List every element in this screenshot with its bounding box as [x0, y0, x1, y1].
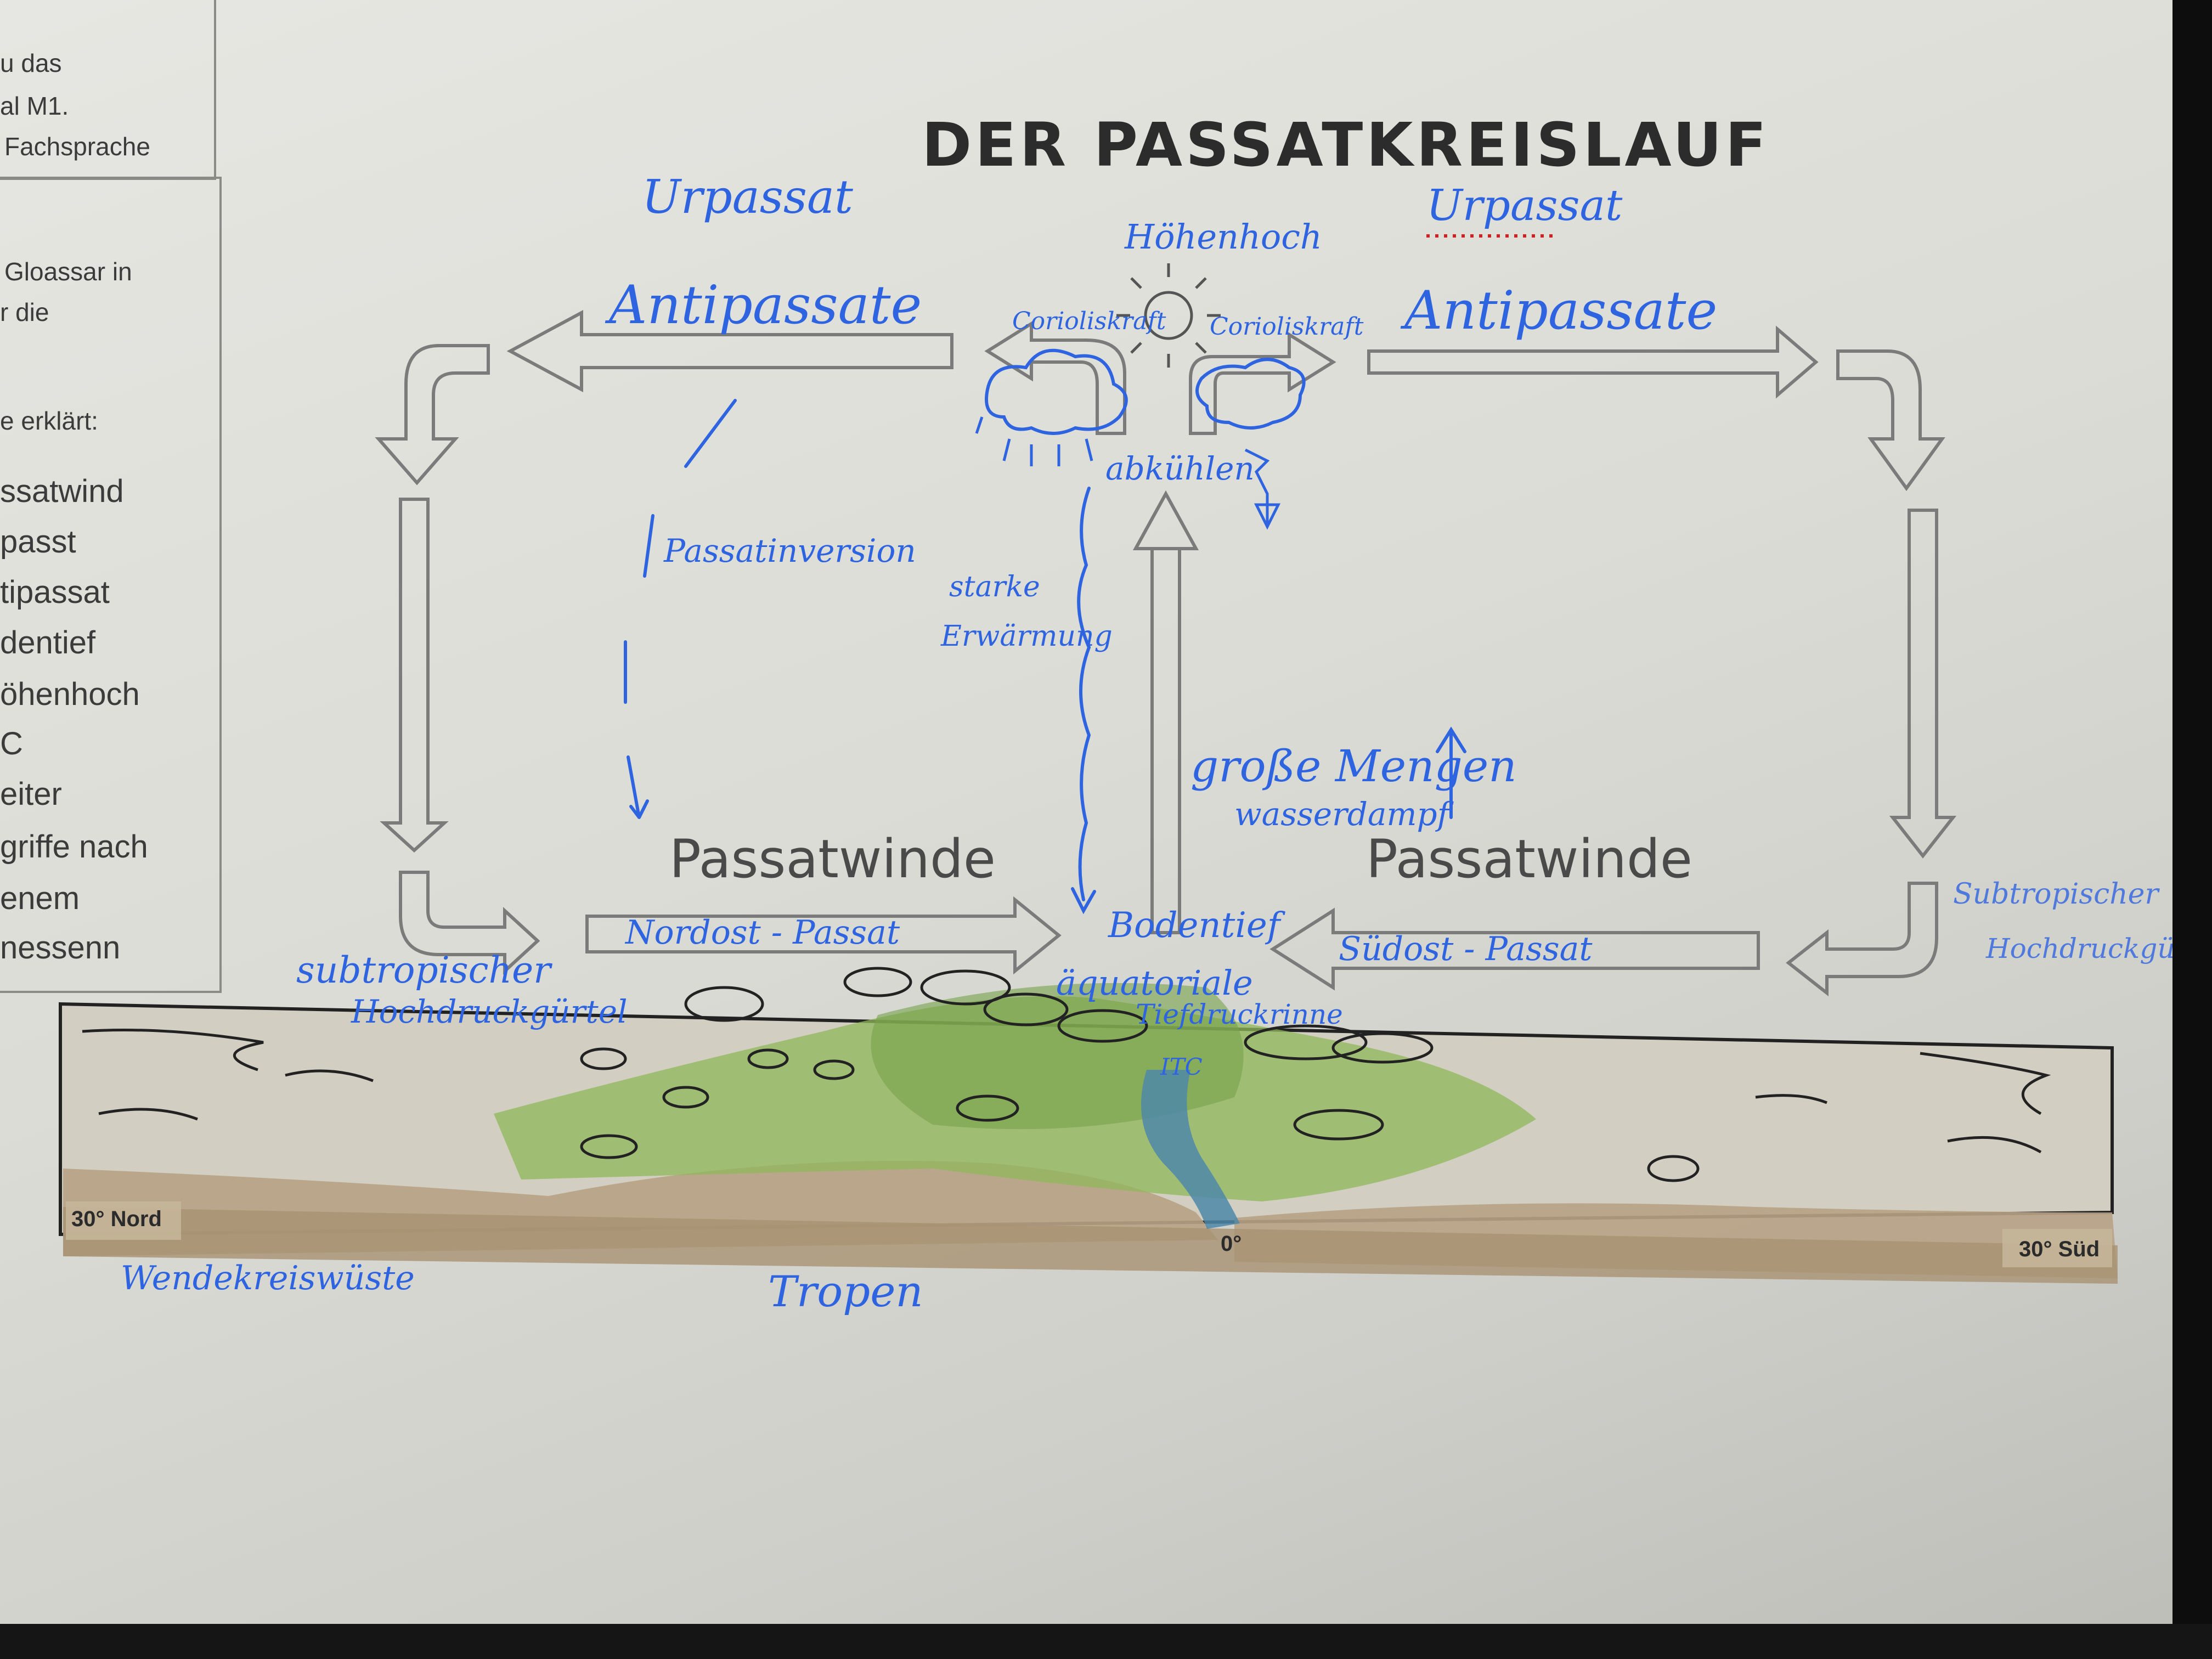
- suedost-passat-label: Südost - Passat: [1339, 930, 1593, 968]
- landscape-illustration: [59, 967, 2118, 1284]
- right-bottom-elbow-arrow: [1786, 882, 1938, 997]
- sidebar-explained-label: e erklärt:: [0, 407, 98, 435]
- hoehenhoch-label: Höhenhoch: [1125, 217, 1322, 257]
- sidebar-top-box: [0, 0, 216, 180]
- page-title: DER PASSATKREISLAUF: [922, 110, 1770, 180]
- abkuehlen-label: abkühlen: [1105, 450, 1255, 487]
- sidebar-term-8: griffe nach: [0, 829, 148, 865]
- tropen-label: Tropen: [768, 1267, 923, 1317]
- sidebar-term-2: passt: [0, 524, 76, 560]
- corioliskraft-right-label: Corioliskraft: [1210, 313, 1364, 341]
- erwaermung-label: Erwärmung: [941, 620, 1113, 653]
- urpassat-right-label: Urpassat: [1426, 181, 1623, 230]
- subtropischer-right-label: Subtropischer: [1953, 878, 2159, 911]
- sidebar-term-4: dentief: [0, 625, 96, 661]
- sidebar-glossary-box: [0, 177, 222, 993]
- sidebar-top-line-1: u das: [0, 49, 62, 77]
- cloud-icon: [985, 348, 1128, 435]
- left-bottom-elbow-arrow: [399, 871, 540, 975]
- right-top-elbow-arrow: [1836, 349, 1945, 492]
- sidebar-term-9: enem: [0, 881, 80, 916]
- sidebar-term-7: eiter: [0, 776, 62, 812]
- antipassat-left-arrow: [506, 309, 953, 393]
- sidebar-term-1: ssatwind: [0, 473, 124, 509]
- sidebar-top-line-3: Fachsprache: [4, 132, 150, 161]
- right-down-arrow: [1889, 509, 1957, 859]
- cloud-icon: [1195, 358, 1306, 430]
- sidebar-term-5: öhenhoch: [0, 676, 140, 712]
- sidebar-glossary-line-2: r die: [0, 298, 49, 326]
- wasserdampf-label: wasserdampf: [1234, 795, 1449, 833]
- grosse-mengen-label: große Mengen: [1190, 741, 1517, 792]
- antipassate-right-label: Antipassate: [1404, 280, 1718, 341]
- hochdruckguertel-left-label: Hochdruckgürtel: [351, 993, 628, 1030]
- corioliskraft-left-label: Corioliskraft: [1012, 307, 1166, 335]
- antipassate-left-label: Antipassate: [609, 274, 922, 336]
- starke-label: starke: [949, 571, 1040, 603]
- passatinversion-label: Passatinversion: [664, 532, 916, 569]
- tiefdruckrinne-label: Tiefdruckrinne: [1136, 998, 1343, 1030]
- nordost-passat-label: Nordost - Passat: [625, 913, 900, 952]
- passatwinde-right-label: Passatwinde: [1366, 828, 1692, 890]
- screen-bezel-right: [2172, 0, 2212, 1659]
- sidebar-glossary-line-1: Gloassar in: [4, 257, 132, 286]
- central-rising-arrow: [1150, 547, 1181, 934]
- left-top-elbow-arrow: [375, 344, 490, 486]
- sidebar-top-line-2: al M1.: [0, 92, 69, 120]
- sidebar-term-10: nessenn: [0, 930, 121, 966]
- antipassat-right-arrow: [1367, 325, 1819, 399]
- left-down-arrow: [380, 498, 449, 853]
- screen-bezel-bottom: [0, 1624, 2212, 1659]
- rain-drop-icon: [975, 416, 1281, 530]
- central-split-left: [984, 320, 1126, 435]
- central-rising-arrowhead: [1132, 490, 1199, 550]
- itc-label: ITC: [1160, 1053, 1203, 1080]
- urpassat-left-label: Urpassat: [642, 170, 853, 224]
- wendekreiswueste-label: Wendekreiswüste: [121, 1259, 415, 1297]
- latitude-30-nord-label: 30° Nord: [71, 1207, 162, 1231]
- sidebar-term-3: tipassat: [0, 574, 110, 610]
- suedost-passat-arrow: [1269, 907, 1760, 991]
- aequatoriale-label: äquatoriale: [1056, 963, 1253, 1003]
- latitude-30-sued-label: 30° Süd: [2019, 1237, 2100, 1261]
- latitude-equator-label: 0°: [1221, 1232, 1242, 1256]
- passatwinde-left-label: Passatwinde: [669, 828, 996, 890]
- central-split-right: [1189, 331, 1336, 435]
- nordost-passat-arrow: [585, 896, 1062, 975]
- bodentief-label: Bodentief: [1108, 905, 1280, 946]
- sun-icon: [1116, 263, 1221, 368]
- sidebar-term-6: C: [0, 726, 23, 761]
- subtropischer-left-label: subtropischer: [296, 949, 551, 991]
